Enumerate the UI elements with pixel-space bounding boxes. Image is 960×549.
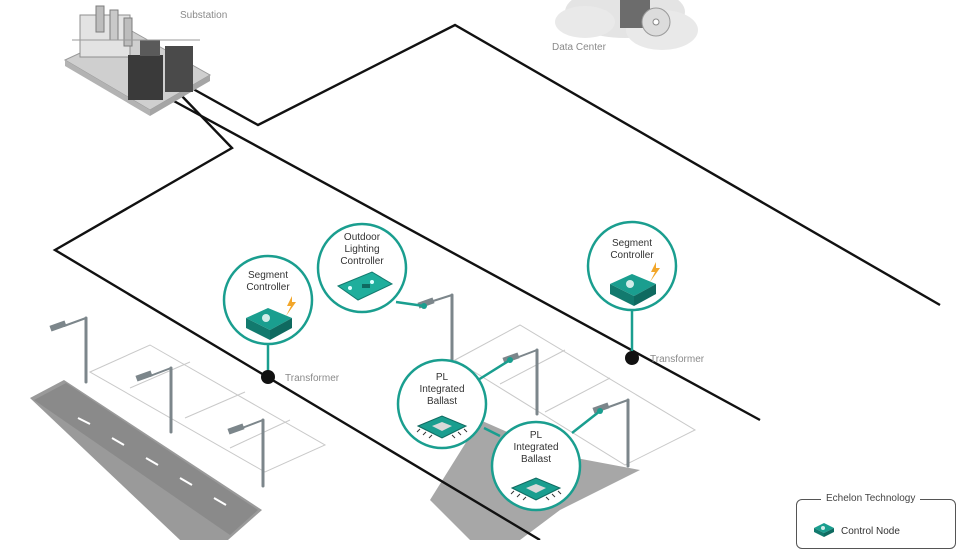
substation-label: Substation <box>180 10 228 21</box>
wires <box>52 23 941 540</box>
pl-integrated-ballast-2-bubble <box>490 420 582 512</box>
bubble-line: Ballast <box>426 396 457 407</box>
bubble-line: Ballast <box>520 454 551 465</box>
segment-controller-left-text: Segment Controller <box>238 270 298 294</box>
bubble-line: Lighting <box>344 244 380 255</box>
pl-ballast-1-text: PL Integrated Ballast <box>412 372 472 408</box>
street-lamp <box>592 398 630 468</box>
road-left <box>30 380 262 540</box>
pl-integrated-ballast-1-bubble <box>396 358 488 450</box>
lightning-icon <box>286 296 296 316</box>
segment-controller-device-icon <box>246 308 292 340</box>
grid-right <box>454 324 697 466</box>
legend-box: Echelon Technology Control Node <box>796 493 956 549</box>
bubble-line: Controller <box>340 256 384 267</box>
street-lamp <box>49 316 88 384</box>
bubble-line: Integrated <box>419 384 465 395</box>
bubble-line: PL <box>435 372 449 383</box>
circuit-board-icon <box>336 271 394 301</box>
street-lamp <box>135 366 173 434</box>
bubble-line: Outdoor <box>343 232 381 243</box>
outdoor-lighting-controller-bubble <box>316 222 408 314</box>
control-node-icon <box>814 523 834 537</box>
street-lamps <box>49 293 630 488</box>
data-center-icon <box>555 0 698 50</box>
pl-ballast-2-text: PL Integrated Ballast <box>506 430 566 466</box>
chip-icon <box>416 415 468 439</box>
bubble-line: Integrated <box>513 442 559 453</box>
bubble-line: Segment <box>611 238 653 249</box>
bubble-line: Controller <box>610 250 654 261</box>
outdoor-lighting-controller-text: Outdoor Lighting Controller <box>332 232 392 268</box>
segment-controller-right-bubble <box>586 220 678 312</box>
segment-controller-right-text: Segment Controller <box>602 238 662 262</box>
segment-controller-device-icon <box>610 274 656 306</box>
bubble-line: Controller <box>246 282 290 293</box>
legend-title: Echelon Technology <box>821 493 921 504</box>
bubble-line: PL <box>529 430 543 441</box>
lightning-icon <box>650 262 660 282</box>
transformer-label-right: Transformer <box>650 354 705 365</box>
street-lamp <box>227 418 265 488</box>
chip-icon <box>510 477 562 501</box>
data-center-label: Data Center <box>552 42 606 53</box>
segment-controller-left-bubble <box>222 254 314 346</box>
grid-left <box>88 344 327 473</box>
transformer-label-left: Transformer <box>285 373 340 384</box>
transformer-junction-left <box>261 370 275 384</box>
legend-item-label: Control Node <box>841 526 900 537</box>
substation-icon <box>63 5 212 116</box>
bubble-line: Segment <box>247 270 289 281</box>
transformer-junction-right <box>625 351 639 365</box>
